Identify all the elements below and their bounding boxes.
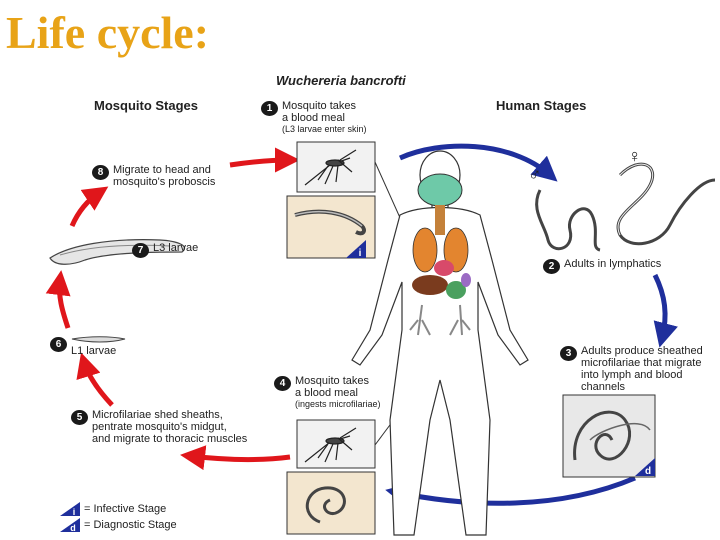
step-1: 1 Mosquito takes a blood meal (L3 larvae… [261, 100, 367, 134]
mosquito-icon-top [304, 149, 357, 186]
step-7-number: 7 [132, 243, 149, 258]
human-arrow-2-to-3 [652, 273, 678, 348]
trachea-icon [435, 205, 445, 235]
step-7: 7 L3 larvae [132, 242, 198, 258]
mosquito-stages-heading: Mosquito Stages [94, 98, 199, 113]
human-arrow-1-to-2 [398, 143, 558, 182]
infective-badge-letter: i [359, 248, 362, 258]
step-1-text: Mosquito takes a blood meal [282, 100, 356, 124]
legend-diagnostic: d = Diagnostic Stage [60, 518, 177, 532]
step-8-text: Migrate to head and mosquito's proboscis [113, 164, 216, 188]
step-2: 2 Adults in lymphatics [543, 258, 661, 274]
heart-icon [434, 260, 454, 276]
adult-male-worm [535, 189, 601, 252]
stomach-icon [446, 281, 466, 299]
step-1-note: (L3 larvae enter skin) [282, 124, 367, 134]
step-3-number: 3 [560, 346, 577, 361]
liver-icon [412, 275, 448, 295]
step-4-note: (ingests microfilariae) [295, 399, 381, 409]
step-6: 6 L1 larvae [50, 336, 116, 357]
mosquito-arrow-6-to-7 [45, 270, 71, 329]
step-5-text: Microfilariae shed sheaths, pentrate mos… [92, 409, 248, 445]
slide-title: Life cycle: [6, 7, 210, 58]
mosquito-icon-bottom [304, 427, 357, 463]
diagnostic-badge-letter: d [645, 466, 651, 476]
step-2-number: 2 [543, 259, 560, 274]
svg-text:d: d [70, 523, 76, 532]
diagnostic-stage-badge: d [635, 458, 655, 476]
mosquito-arrow-4-to-5 [180, 445, 291, 471]
step-5-number: 5 [71, 410, 88, 425]
lymphatics-right-icon [449, 304, 471, 336]
step-8-number: 8 [92, 165, 109, 180]
infective-stage-badge: i [346, 240, 366, 258]
step-6-text: L1 larvae [71, 345, 117, 357]
mosquito-arrow-7-to-8 [69, 186, 109, 228]
step-4: 4 Mosquito takes a blood meal (ingests m… [274, 375, 381, 409]
female-symbol: ♀ [628, 146, 642, 166]
legend: i = Infective Stage d = Diagnostic Stage [60, 502, 177, 532]
step-3-text: Adults produce sheathed microfilariae th… [581, 345, 703, 393]
lymphatics-left-icon [409, 304, 431, 336]
infective-legend-icon: i [60, 502, 80, 516]
step-1-number: 1 [261, 101, 278, 116]
step-5: 5 Microfilariae shed sheaths, pentrate m… [71, 409, 247, 445]
step-4-text: Mosquito takes a blood meal [295, 375, 369, 399]
spleen-icon [461, 273, 471, 287]
legend-diagnostic-label: = Diagnostic Stage [84, 519, 177, 531]
diagnostic-legend-icon: d [60, 518, 80, 532]
legend-infective: i = Infective Stage [60, 502, 177, 516]
human-stages-heading: Human Stages [496, 98, 587, 113]
left-lung-icon [412, 227, 438, 273]
organism-name: Wuchereria bancrofti [276, 73, 406, 88]
step-6-number: 6 [50, 337, 67, 352]
mosquito-arrow-8-to-1 [229, 147, 300, 173]
mosquito-bite-image-top [296, 141, 376, 193]
step-2-text: Adults in lymphatics [564, 258, 662, 270]
brain-icon [417, 173, 463, 207]
microfilaria-coil [305, 486, 346, 524]
mosquito-arrow-5-to-6 [76, 352, 114, 407]
step-4-number: 4 [274, 376, 291, 391]
adult-female-worm [616, 162, 716, 246]
right-lung-icon [443, 227, 469, 273]
human-arrow-3-to-4 [385, 475, 636, 508]
svg-text:i: i [73, 507, 76, 516]
step-7-text: L3 larvae [153, 242, 199, 254]
l1-larvae-drawing [71, 336, 126, 343]
step-8: 8 Migrate to head and mosquito's probosc… [92, 164, 215, 188]
microfilaria-sheathed-icon [573, 410, 632, 461]
male-symbol: ♂ [528, 164, 542, 184]
legend-infective-label: = Infective Stage [84, 503, 167, 515]
microfilaria-mosquito-image [286, 471, 376, 535]
step-3: 3 Adults produce sheathed microfilariae … [560, 345, 703, 393]
